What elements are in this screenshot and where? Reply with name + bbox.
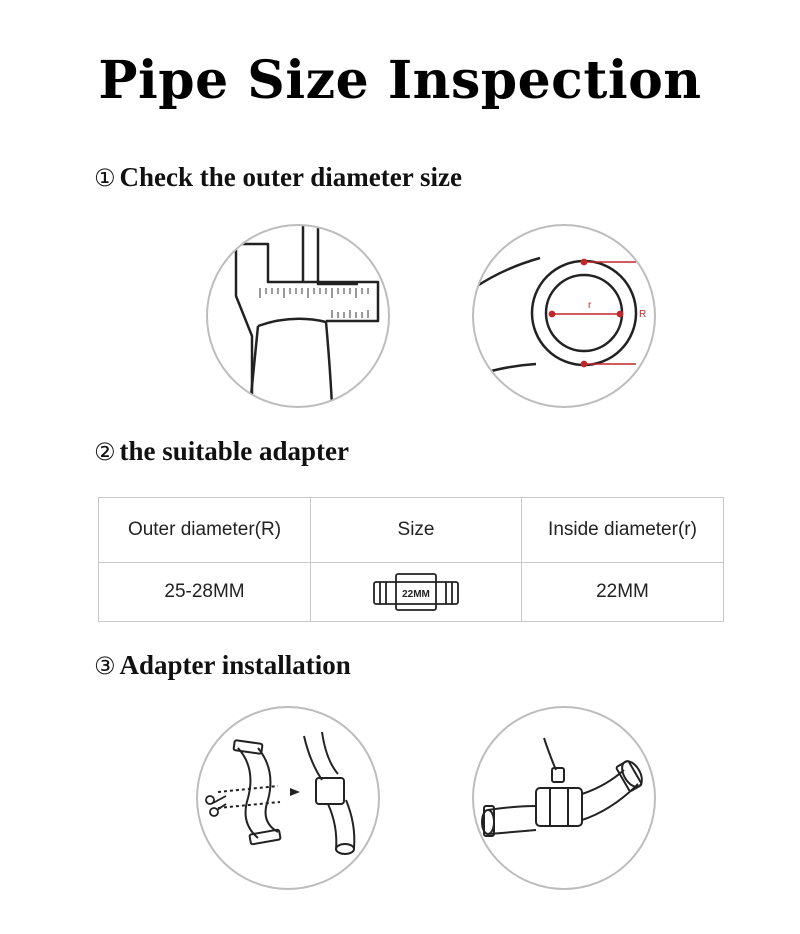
outer-radius-label: R bbox=[639, 309, 646, 320]
cell-adapter: 22MM bbox=[310, 562, 522, 622]
cell-inside-diameter: 22MM bbox=[521, 562, 724, 622]
pipe-cross-section-illustration: r R bbox=[472, 224, 656, 408]
step-3-text: Adapter installation bbox=[119, 650, 351, 680]
inner-radius-label: r bbox=[588, 300, 592, 311]
step-2-text: the suitable adapter bbox=[119, 436, 350, 466]
installed-adapter-illustration bbox=[472, 706, 656, 890]
table-header-row: Outer diameter(R) Size Inside diameter(r… bbox=[98, 497, 724, 563]
header-inside-diameter: Inside diameter(r) bbox=[521, 497, 724, 563]
caliper-icon bbox=[234, 226, 380, 406]
scissors-icon bbox=[205, 795, 227, 817]
step-3-number: ③ bbox=[94, 652, 116, 680]
step-1-number: ① bbox=[94, 164, 116, 192]
installed-adapter-icon bbox=[481, 737, 643, 837]
header-outer-diameter: Outer diameter(R) bbox=[98, 497, 311, 563]
cell-outer-diameter: 25-28MM bbox=[98, 562, 311, 622]
hose-cutting-icon bbox=[205, 731, 356, 855]
adapter-size-table: Outer diameter(R) Size Inside diameter(r… bbox=[98, 497, 724, 622]
step-2-number: ② bbox=[94, 438, 116, 466]
header-size: Size bbox=[310, 497, 522, 563]
table-row: 25-28MM 22MM 22MM bbox=[98, 562, 724, 622]
caliper-illustration bbox=[206, 224, 390, 408]
pipe-cross-section-icon: r R bbox=[474, 256, 646, 378]
page-title: Pipe Size Inspection bbox=[98, 50, 702, 111]
step-1-text: Check the outer diameter size bbox=[119, 162, 462, 192]
adapter-fitting-icon: 22MM bbox=[373, 573, 459, 611]
adapter-size-label: 22MM bbox=[402, 589, 430, 600]
hose-cutting-illustration bbox=[196, 706, 380, 890]
